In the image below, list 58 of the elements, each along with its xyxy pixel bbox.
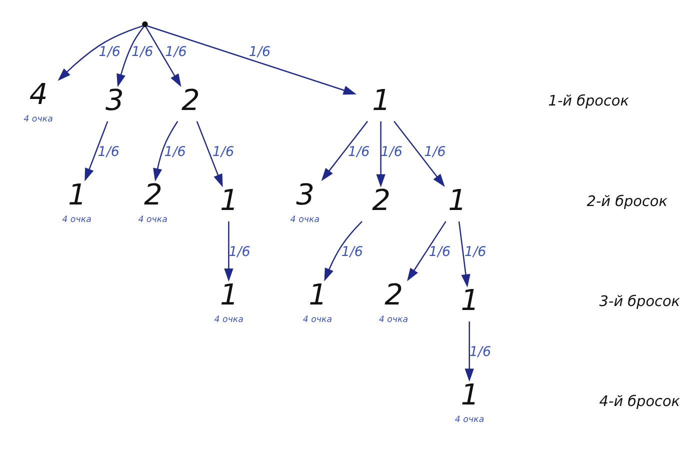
- node-circle: [142, 21, 148, 28]
- node-text: 1: [308, 277, 327, 312]
- arrow: [224, 221, 234, 282]
- arrow: [84, 121, 108, 182]
- arrow: [196, 121, 223, 188]
- node-text: 1: [68, 177, 86, 212]
- edge-label: 1/6: [464, 244, 486, 260]
- node-text: 2: [384, 277, 404, 312]
- node-text: 3: [105, 82, 124, 117]
- edge-label: 1/6: [428, 244, 451, 260]
- arrow: [146, 25, 357, 95]
- edge-label: 1/6: [348, 144, 370, 160]
- node-text: 1: [460, 283, 480, 318]
- node-label: 4 очка: [290, 214, 320, 225]
- node-text: 2: [182, 82, 200, 117]
- arrow: [58, 25, 144, 81]
- node-text: 2: [372, 183, 391, 218]
- node-label: 4 очка: [138, 214, 168, 225]
- arrow: [321, 120, 368, 182]
- label: 3-й бросок: [599, 294, 680, 310]
- node-label: 4 очка: [454, 415, 484, 426]
- arrow: [407, 221, 446, 282]
- arrow: [116, 26, 144, 88]
- edge-label: 1/6: [228, 244, 250, 260]
- edge-label: 1/6: [165, 44, 187, 60]
- label: 2-й бросок: [586, 194, 668, 210]
- node-text: 1: [448, 183, 467, 218]
- node-text: 1: [220, 277, 238, 312]
- edge-label: 1/6: [131, 44, 154, 60]
- arrow: [324, 221, 362, 282]
- node-text: 1: [220, 183, 238, 218]
- node-label: 4 очка: [214, 314, 244, 325]
- edge-label: 1/6: [380, 144, 402, 160]
- node-label: 4 очка: [62, 214, 92, 225]
- edge-label: 1/6: [98, 144, 120, 160]
- arrow: [458, 221, 470, 288]
- node-text: 3: [296, 177, 314, 212]
- arrow: [145, 26, 182, 88]
- edge-label: 1/6: [98, 44, 120, 60]
- arrow: [376, 121, 386, 188]
- node-text: 1: [460, 378, 480, 412]
- arrow: [394, 120, 445, 187]
- arrow: [153, 121, 178, 182]
- edge-label: 1/6: [248, 44, 271, 60]
- node-text: 1: [372, 82, 391, 117]
- node-label: 4 очка: [378, 314, 408, 325]
- node-text: 4: [29, 77, 48, 112]
- node-label: 4 очка: [24, 114, 53, 125]
- node-label: 4 очка: [302, 314, 332, 325]
- edge-label: 1/6: [164, 144, 186, 160]
- label: 4-й бросок: [599, 394, 680, 410]
- edge-label: 1/6: [212, 144, 234, 160]
- node-text: 2: [144, 177, 162, 212]
- edge-label: 1/6: [424, 144, 446, 160]
- edge-label: 1/6: [341, 244, 364, 260]
- arrow: [464, 322, 474, 382]
- label: 1-й бросок: [548, 94, 629, 110]
- edge-label: 1/6: [469, 344, 492, 360]
